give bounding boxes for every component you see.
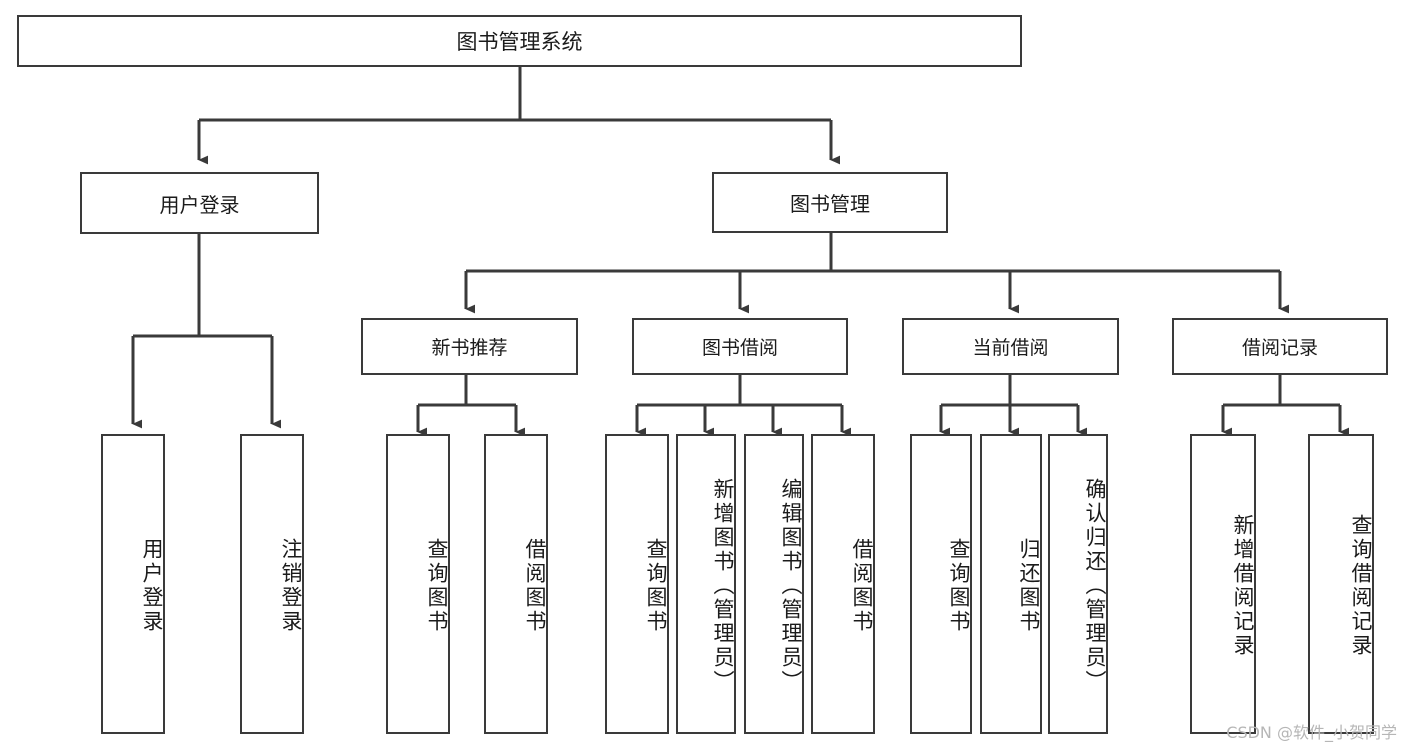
node-label: 归还图书 bbox=[1017, 538, 1041, 634]
node-label: 图书借阅 bbox=[701, 337, 778, 359]
node-label: 用户登录 bbox=[159, 192, 240, 217]
leaf-query-book-current[interactable]: 查询图书 bbox=[910, 434, 972, 734]
leaf-user-login[interactable]: 用户登录 bbox=[101, 434, 165, 734]
node-label: 图书管理 bbox=[790, 192, 870, 216]
leaf-logout[interactable]: 注销登录 bbox=[240, 434, 304, 734]
leaf-query-book-recommend[interactable]: 查询图书 bbox=[386, 434, 450, 734]
leaf-return-book[interactable]: 归还图书 bbox=[980, 434, 1042, 734]
node-label: 查询借阅记录 bbox=[1349, 514, 1373, 658]
node-root-system[interactable]: 图书管理系统 bbox=[17, 15, 1022, 67]
leaf-confirm-return-admin[interactable]: 确认归还（管理员） bbox=[1048, 434, 1108, 734]
node-label: 确认归还（管理员） bbox=[1083, 478, 1107, 694]
node-user-login[interactable]: 用户登录 bbox=[80, 172, 319, 234]
node-label: 当前借阅 bbox=[972, 337, 1049, 359]
leaf-borrow-book-recommend[interactable]: 借阅图书 bbox=[484, 434, 548, 734]
node-book-borrow[interactable]: 图书借阅 bbox=[632, 318, 848, 375]
leaf-borrow-book[interactable]: 借阅图书 bbox=[811, 434, 875, 734]
node-label: 借阅记录 bbox=[1241, 337, 1318, 359]
node-label: 用户登录 bbox=[140, 538, 164, 634]
leaf-add-borrow-record[interactable]: 新增借阅记录 bbox=[1190, 434, 1256, 734]
leaf-query-borrow-record[interactable]: 查询借阅记录 bbox=[1308, 434, 1374, 734]
node-new-book-recommend[interactable]: 新书推荐 bbox=[361, 318, 578, 375]
node-label: 编辑图书（管理员） bbox=[779, 478, 803, 694]
node-label: 新书推荐 bbox=[431, 337, 508, 359]
node-label: 借阅图书 bbox=[850, 538, 874, 634]
leaf-edit-book-admin[interactable]: 编辑图书（管理员） bbox=[744, 434, 804, 734]
node-label: 查询图书 bbox=[425, 538, 449, 634]
node-current-borrow[interactable]: 当前借阅 bbox=[902, 318, 1119, 375]
node-label: 查询图书 bbox=[644, 538, 668, 634]
node-label: 新增图书（管理员） bbox=[711, 478, 735, 694]
node-label: 图书管理系统 bbox=[456, 30, 583, 54]
node-label: 查询图书 bbox=[947, 538, 971, 634]
leaf-query-book-borrow[interactable]: 查询图书 bbox=[605, 434, 669, 734]
node-label: 注销登录 bbox=[279, 538, 303, 634]
leaf-add-book-admin[interactable]: 新增图书（管理员） bbox=[676, 434, 736, 734]
node-borrow-record[interactable]: 借阅记录 bbox=[1172, 318, 1388, 375]
node-book-management[interactable]: 图书管理 bbox=[712, 172, 948, 233]
csdn-watermark: CSDN @软件_小贺同学 bbox=[1226, 723, 1397, 742]
node-label: 借阅图书 bbox=[523, 538, 547, 634]
node-label: 新增借阅记录 bbox=[1231, 514, 1255, 658]
